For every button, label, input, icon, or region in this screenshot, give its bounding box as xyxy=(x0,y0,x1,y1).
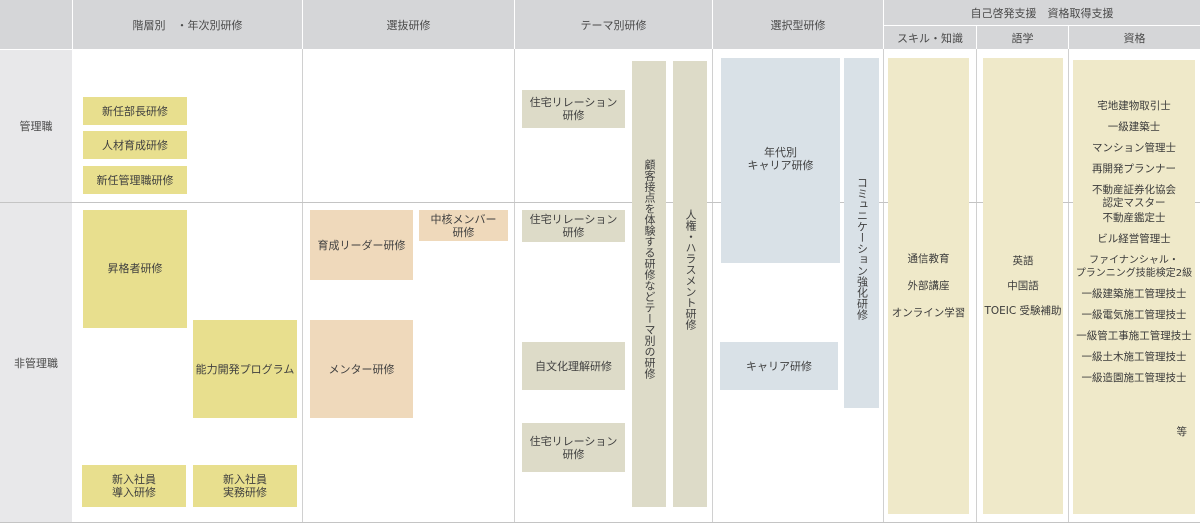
language-item: 英語 xyxy=(1012,254,1034,267)
program-customer-contact: 顧客接点を体験する研修などテーマ別の研修 xyxy=(632,61,666,507)
header-divider xyxy=(884,25,1200,26)
column-divider xyxy=(514,49,515,523)
column-divider xyxy=(976,49,977,523)
program-mentor: メンター研修 xyxy=(310,320,413,418)
program-career: キャリア研修 xyxy=(720,342,838,390)
program-new-hire-intro: 新入社員 導入研修 xyxy=(82,465,186,507)
header-self-development: 自己啓発支援 資格取得支援 xyxy=(884,0,1200,25)
skill-item: 外部講座 xyxy=(907,279,950,292)
program-communication: コミュニケーション強化研修 xyxy=(844,58,879,408)
qualifications-box: 宅地建物取引士 一級建築士 マンション管理士 再開発プランナー 不動産証券化協会… xyxy=(1073,60,1195,514)
program-housing-relation-2: 住宅リレーション 研修 xyxy=(522,210,625,242)
customer-contact-label: 顧客接点を体験する研修などテーマ別の研修 xyxy=(643,159,656,379)
qualification-item: 一級建築施工管理技士 xyxy=(1081,288,1187,300)
program-age-career: 年代別 キャリア研修 xyxy=(721,58,840,263)
qualification-item: 一級電気施工管理技士 xyxy=(1081,309,1187,321)
column-divider xyxy=(883,49,884,523)
column-divider xyxy=(302,49,303,523)
header-selection: 選抜研修 xyxy=(303,0,514,49)
header-elective: 選択型研修 xyxy=(713,0,883,49)
human-rights-label: 人権・ハラスメント研修 xyxy=(684,208,697,330)
program-core-member: 中核メンバー 研修 xyxy=(419,210,508,241)
program-leader-development: 育成リーダー研修 xyxy=(310,210,413,280)
program-new-hire-practical: 新入社員 実務研修 xyxy=(193,465,297,507)
header-hierarchy: 階層別 ・年次別研修 xyxy=(73,0,302,49)
column-divider xyxy=(712,49,713,523)
program-housing-relation-1: 住宅リレーション 研修 xyxy=(522,90,625,128)
qualification-item: 不動産鑑定士 xyxy=(1102,212,1166,224)
column-divider xyxy=(1068,49,1069,523)
language-box: 英語 中国語 TOEIC 受験補助 xyxy=(983,58,1063,514)
row-divider xyxy=(0,202,1200,203)
skill-item: オンライン学習 xyxy=(891,306,966,319)
qualifications-etc: 等 xyxy=(1176,426,1188,438)
qualification-item: ビル経営管理士 xyxy=(1097,233,1171,245)
header-language: 語学 xyxy=(977,26,1068,49)
language-item: TOEIC 受験補助 xyxy=(984,304,1062,317)
program-talent-development: 人材育成研修 xyxy=(83,131,187,159)
qualification-item: マンション管理士 xyxy=(1092,142,1176,154)
header-theme: テーマ別研修 xyxy=(515,0,712,49)
skill-item: 通信教育 xyxy=(907,252,950,265)
qualification-item: 不動産証券化協会 認定マスター xyxy=(1092,184,1176,209)
program-housing-relation-3: 住宅リレーション 研修 xyxy=(522,423,625,472)
qualification-item: 一級土木施工管理技士 xyxy=(1081,351,1187,363)
row-header-non-manager: 非管理職 xyxy=(0,203,72,523)
qualification-item: 宅地建物取引士 xyxy=(1097,100,1171,112)
skills-box: 通信教育 外部講座 オンライン学習 xyxy=(888,58,969,514)
program-promotion: 昇格者研修 xyxy=(83,210,187,328)
qualification-item: 一級造園施工管理技士 xyxy=(1081,372,1187,384)
header-qualifications: 資格 xyxy=(1069,26,1200,49)
program-cross-culture: 自文化理解研修 xyxy=(522,342,625,390)
row-header-manager: 管理職 xyxy=(0,50,72,202)
program-human-rights: 人権・ハラスメント研修 xyxy=(673,61,707,507)
program-new-dept-head: 新任部長研修 xyxy=(83,97,187,125)
qualification-item: 再開発プランナー xyxy=(1092,163,1176,175)
program-ability-development: 能力開発プログラム xyxy=(193,320,297,418)
communication-label: コミュニケーション強化研修 xyxy=(855,176,869,320)
header-skills: スキル・知識 xyxy=(884,26,976,49)
language-item: 中国語 xyxy=(1007,279,1039,292)
qualification-item: 一級管工事施工管理技士 xyxy=(1076,330,1192,342)
header-corner xyxy=(0,0,72,49)
qualification-item: ファイナンシャル・ プランニング技能検定2級 xyxy=(1075,255,1193,279)
program-new-manager: 新任管理職研修 xyxy=(83,166,187,194)
qualification-item: 一級建築士 xyxy=(1107,121,1161,133)
